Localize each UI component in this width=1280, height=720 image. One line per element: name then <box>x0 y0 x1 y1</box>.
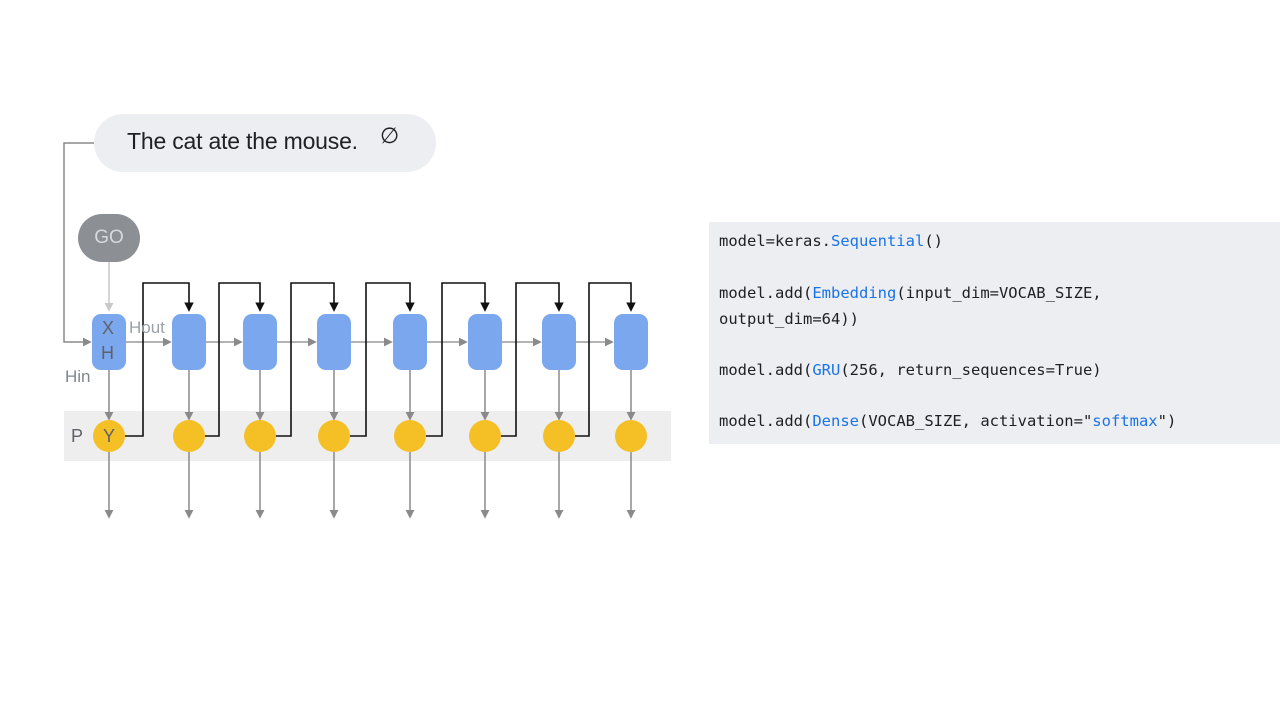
sentence-text: The cat ate the mouse. <box>127 128 358 154</box>
rnn-cell <box>468 314 502 370</box>
output-feedback-arrow <box>125 282 194 437</box>
output-node <box>469 420 501 452</box>
go-token: GO <box>78 214 140 262</box>
rnn-cell <box>92 314 126 370</box>
output-node <box>244 420 276 452</box>
code-line-embedding: model.add(Embedding(input_dim=VOCAB_SIZE… <box>719 284 1102 302</box>
output-feedback-arrow <box>501 282 564 437</box>
end-symbol: ∅ <box>380 124 400 149</box>
output-node <box>543 420 575 452</box>
hidden-in-label: Hin <box>65 367 91 386</box>
probability-label: P <box>71 426 84 446</box>
hidden-out-label: Hout <box>129 318 165 337</box>
output-node <box>93 420 125 452</box>
rnn-chain <box>92 282 648 519</box>
input-label: X <box>102 318 115 338</box>
output-node <box>173 420 205 452</box>
output-node <box>318 420 350 452</box>
code-panel <box>709 222 1280 444</box>
output-feedback-arrow <box>426 282 490 437</box>
output-feedback-arrow <box>575 282 636 437</box>
output-node <box>394 420 426 452</box>
output-label: Y <box>103 426 116 446</box>
code-line-sequential: model=keras.Sequential() <box>719 232 943 250</box>
rnn-cell <box>614 314 648 370</box>
rnn-cell <box>317 314 351 370</box>
rnn-diagram <box>63 142 671 519</box>
output-feedback-arrow <box>350 282 415 437</box>
rnn-cell <box>542 314 576 370</box>
code-line-gru: model.add(GRU(256, return_sequences=True… <box>719 361 1102 379</box>
hidden-label: H <box>101 343 114 363</box>
output-node <box>615 420 647 452</box>
code-line-embedding-cont: output_dim=64)) <box>719 310 859 328</box>
output-feedback-arrow <box>276 282 339 437</box>
rnn-cell <box>393 314 427 370</box>
rnn-cell <box>243 314 277 370</box>
output-feedback-arrow <box>205 282 265 437</box>
code-line-dense: model.add(Dense(VOCAB_SIZE, activation="… <box>719 412 1177 430</box>
sentence-bubble <box>94 114 436 172</box>
feedback-line <box>63 142 94 347</box>
rnn-cell <box>172 314 206 370</box>
